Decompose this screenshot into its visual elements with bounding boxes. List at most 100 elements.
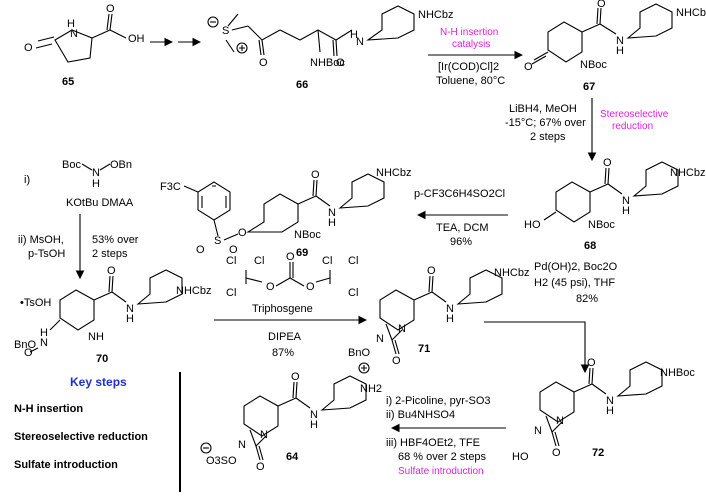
compound-label-70: 70 [96, 353, 108, 365]
atom-o: O [107, 265, 116, 277]
atom-h: H [446, 313, 454, 325]
atom-f3c: F3C [160, 181, 181, 193]
compound-66-structure: S O O NHBoc H N NHCbz 66 [207, 5, 453, 91]
step-condition: Triphosgene [252, 303, 313, 315]
key-steps-title: Key steps [70, 375, 127, 389]
step-title-sulfate: Sulfate introduction [398, 466, 484, 477]
atom-bno: BnO [14, 339, 36, 351]
step-condition: H2 (45 psi), THF [534, 277, 615, 289]
step-condition: 68 % over 2 steps [398, 451, 487, 463]
compound-label-67: 67 [583, 81, 595, 93]
atom-o: O [259, 57, 268, 69]
atom-n: N [606, 395, 614, 407]
compound-65-structure: O H N O OH 65 [24, 3, 145, 88]
atom-cl: Cl [348, 255, 358, 267]
compound-67-structure: O O N H NHCbz NBoc 67 [524, 0, 706, 93]
atom-o: O [24, 347, 33, 359]
compound-label-72: 72 [592, 447, 604, 459]
atom-nhcbz: NHCbz [376, 167, 411, 179]
compound-69-structure: F3C S O O O O N H NHCbz NBoc 69 [160, 167, 411, 259]
step-condition: ii) Bu4NHSO4 [386, 409, 455, 421]
atom-s: S [214, 235, 221, 247]
atom-n: N [238, 439, 246, 451]
step-yield: 53% over [92, 234, 139, 246]
step-condition: i) 2-Picoline, pyr-SO3 [386, 395, 491, 407]
atom-o: O [587, 357, 596, 369]
step-condition: Toluene, 80°C [436, 75, 505, 87]
atom-o: O [286, 251, 295, 263]
compound-68-structure: HO O N H NHCbz NBoc 68 [524, 157, 705, 252]
compound-64-structure: O N N O3SO O N H NH2 64 [200, 362, 382, 473]
atom-n: N [376, 333, 384, 345]
compound-label-65: 65 [62, 76, 74, 88]
atom-n: N [126, 303, 134, 315]
atom-o: O [603, 157, 612, 169]
atom-nhcbz: NHCbz [670, 167, 705, 179]
atom-n: N [70, 28, 78, 40]
atom-n: N [616, 35, 624, 47]
step-condition: LiBH4, MeOH [509, 103, 577, 115]
compound-label-68: 68 [584, 240, 596, 252]
atom-o: O [552, 447, 561, 459]
atom-ho: HO [512, 451, 529, 463]
step-condition: 82% [576, 293, 598, 305]
atom-o: O [24, 42, 33, 54]
atom-oh: OH [128, 33, 145, 45]
atom-o: O [392, 355, 401, 367]
atom-h: H [328, 217, 336, 229]
step-title-stereoselective: Stereoselective [600, 109, 669, 120]
step-title-nh-insertion: N-H insertion [440, 27, 498, 38]
compound-label-69: 69 [296, 247, 308, 259]
atom-n: N [446, 303, 454, 315]
compound-72-structure: O N N HO O N H NHBoc 72 [512, 357, 695, 463]
atom-n: N [556, 415, 564, 427]
atom-o: O [597, 0, 606, 10]
step-condition: p-CF3C6H4SO2Cl [414, 188, 505, 200]
atom-o: O [256, 461, 265, 473]
step-condition: p-TsOH [28, 248, 65, 260]
atom-n: N [356, 36, 364, 48]
compound-71-structure: O N N BnO O N H NHCbz 71 [348, 265, 529, 367]
atom-n: N [92, 167, 100, 179]
atom-h: H [616, 45, 624, 57]
atom-tsoh: •TsOH [20, 297, 51, 309]
compound-label-64: 64 [286, 451, 299, 463]
atom-o: O [229, 244, 238, 256]
atom-n: N [622, 195, 630, 207]
atom-nh2: NH2 [360, 383, 382, 395]
atom-cl: Cl [226, 255, 236, 267]
atom-h: H [606, 405, 614, 417]
step-condition: KOtBu DMAA [66, 197, 134, 209]
atom-nhcbz: NHCbz [676, 7, 706, 19]
atom-n: N [328, 207, 336, 219]
atom-o: O [196, 244, 205, 256]
triphosgene-structure: Cl Cl Cl O O O Cl Cl Cl [226, 251, 358, 299]
atom-nhcbz: NHCbz [418, 9, 453, 21]
atom-o: O [427, 265, 436, 277]
step-condition: Pd(OH)2, Boc2O [534, 261, 618, 273]
reaction-arrow [484, 321, 590, 374]
compound-label-66: 66 [296, 79, 308, 91]
atom-o: O [524, 61, 533, 73]
atom-n: N [40, 337, 48, 349]
atom-o: O [238, 227, 247, 239]
atom-o: O [336, 57, 345, 69]
atom-h: H [310, 419, 318, 431]
atom-s: S [222, 25, 229, 37]
atom-n: N [310, 409, 318, 421]
step-condition: 96% [450, 236, 472, 248]
step-condition: ii) MsOH, [18, 234, 64, 246]
atom-h: H [622, 205, 630, 217]
atom-bno: BnO [348, 347, 370, 359]
step-condition: i) [24, 174, 30, 186]
atom-h: H [92, 178, 100, 190]
step-condition: iii) HBF4OEt2, TFE [386, 437, 480, 449]
atom-o: O [311, 169, 320, 181]
atom-h: H [40, 327, 48, 339]
step-condition: TEA, DCM [436, 222, 489, 234]
atom-ho: HO [524, 219, 541, 231]
step-condition: -15°C; 67% over [505, 117, 586, 129]
atom-h: H [67, 18, 75, 30]
step-condition: DIPEA [268, 331, 302, 343]
